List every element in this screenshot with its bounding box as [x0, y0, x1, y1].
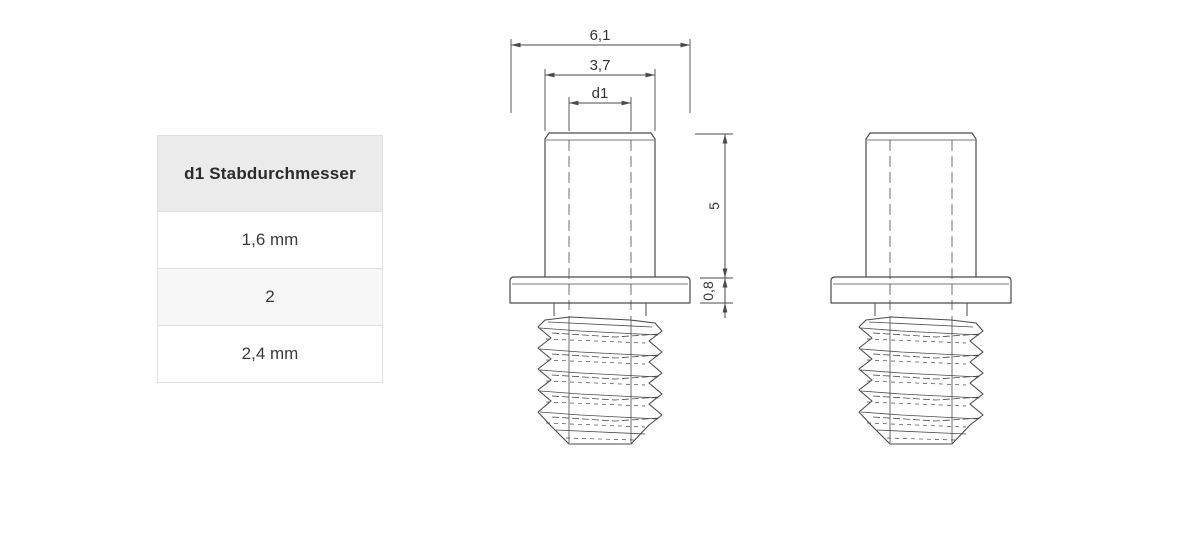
dim-label-body-height: 5 [706, 202, 722, 210]
screw-drawing-right [830, 132, 1012, 445]
table-cell-value: 2 [265, 287, 275, 306]
dim-label-total-width: 6,1 [590, 27, 611, 44]
table-header-cell: d1 Stabdurchmesser [158, 136, 382, 212]
dim-label-body-width: 3,7 [590, 57, 611, 74]
table-cell-value: 2,4 mm [241, 344, 299, 363]
dim-label-flange-height: 0,8 [700, 281, 716, 301]
table-row: 1,6 mm [158, 212, 382, 269]
screw-drawing-left [509, 132, 691, 445]
diameter-table: d1 Stabdurchmesser 1,6 mm 2 2,4 mm [157, 135, 383, 383]
dim-label-rod-diameter: d1 [592, 85, 609, 102]
table-cell-value: 1,6 mm [241, 230, 299, 249]
table-row: 2 [158, 269, 382, 326]
dimension-lines [510, 39, 733, 318]
table-row: 2,4 mm [158, 326, 382, 382]
